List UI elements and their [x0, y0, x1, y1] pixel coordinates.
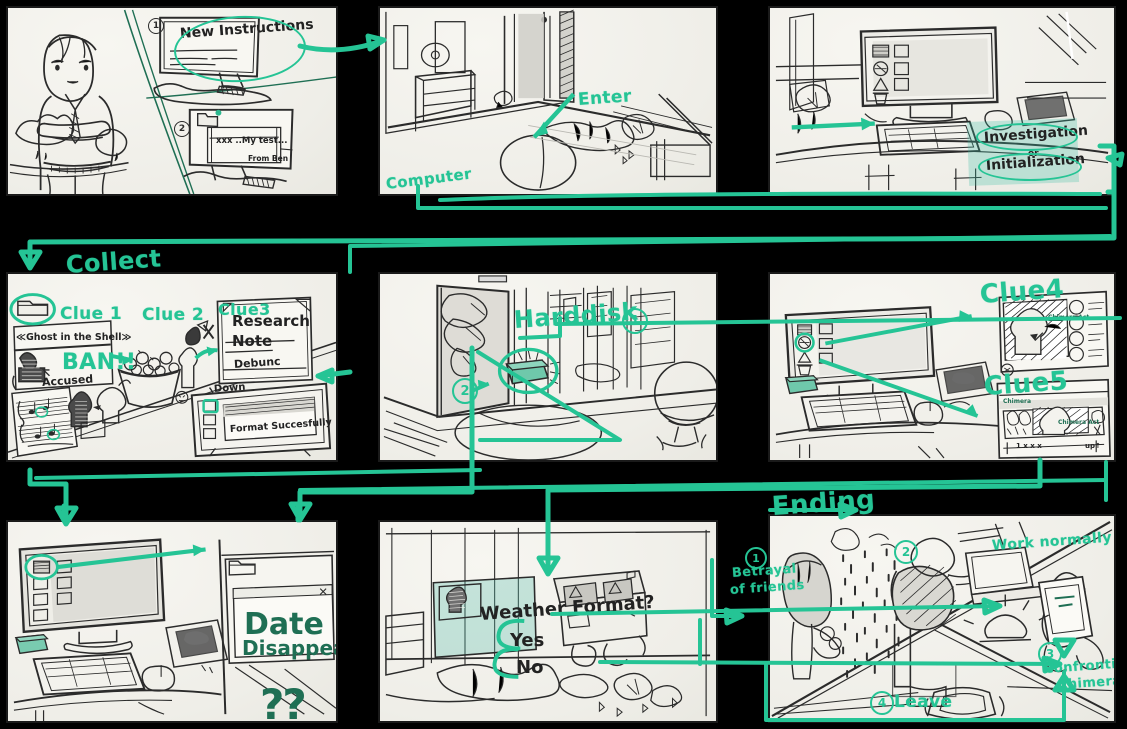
sketch-character-and-screens	[9, 9, 336, 194]
p4-gits-title: ≪Ghost in the Shell≫	[16, 332, 132, 343]
wire-p4-to-p7	[27, 467, 69, 523]
p4-folder-and-arrows	[9, 293, 219, 414]
wire-row2-bus-left	[34, 468, 482, 480]
p5-green-marks	[470, 347, 559, 395]
p6-up-label: up↑	[1085, 442, 1101, 450]
p8-green-circles	[492, 618, 525, 679]
p7-question-marks: ??	[260, 680, 307, 723]
p2-green-arrows	[532, 92, 576, 139]
panel-intro-new-instructions[interactable]: New Instructions xxx ..My test... From B…	[6, 6, 338, 196]
p3-initialization-highlight	[978, 153, 1082, 181]
p4-clue1-label: Clue 1	[60, 304, 123, 324]
sketch-room-interior	[385, 9, 713, 191]
sketch-desk-monitor	[775, 11, 1109, 191]
p9-ending-4-marker: 4	[870, 691, 894, 715]
p1-marker-1-text: 1	[152, 21, 160, 31]
p3-investigation-highlight	[976, 123, 1078, 151]
wire-bus-row1-to-row2	[27, 187, 1117, 267]
p2-enter-label: Enter	[577, 86, 633, 110]
p7-green-arrow	[24, 544, 206, 581]
p6-green-arrows	[794, 310, 979, 418]
p4-research-label: Research	[232, 312, 310, 330]
p9-ending-2-number: 2	[901, 545, 911, 559]
wire-row2-bus-right	[298, 478, 1108, 492]
p9-leave-label: Leave	[894, 692, 953, 712]
ending-1-number: 1	[752, 551, 760, 565]
p6-chimera-act-note-2: Chimera Act	[1058, 419, 1100, 426]
p8-option-no[interactable]: No	[516, 657, 544, 678]
p8-option-yes[interactable]: Yes	[510, 630, 545, 651]
p4-clue3-label: Clue3	[218, 300, 271, 319]
p1-marker-2: 2	[174, 121, 190, 137]
p7-date-label: Date	[244, 607, 324, 642]
p9-ending-4-number: 4	[877, 696, 887, 710]
p3-green-arrow	[791, 117, 875, 131]
panel-weather-format-prompt[interactable]: Weather Format? Yes No	[378, 520, 718, 723]
panel-harddisk[interactable]: Harddisk 1 2	[378, 272, 718, 462]
p1-marker-1: 1	[148, 18, 164, 34]
p1-marker-2-text: 2	[178, 124, 186, 134]
p1-mail-body: xxx ..My test...	[216, 136, 288, 146]
p9-ending-3-number: 3	[1045, 647, 1055, 661]
wire-bus-to-p5	[348, 234, 1112, 274]
p6-count-label: 1 x x x	[1016, 442, 1042, 450]
p1-mail-signature: From Ben	[248, 154, 289, 163]
panel-date-disappear[interactable]: Date Disappear ??	[6, 520, 338, 723]
panel-desk-investigation[interactable]: Investigation or Initialization	[768, 6, 1116, 196]
p7-disappear-label: Disappear	[242, 636, 336, 660]
p4-clue2-label: Clue 2	[142, 305, 205, 325]
panel-endings[interactable]: 2 Work normally 3 Confronting Chimera 4 …	[768, 514, 1116, 723]
panel-clues-collect[interactable]: Clue 1 Clue 2 Clue3 ≪Ghost in the Shell≫…	[6, 272, 338, 462]
p9-ending-2-marker: 2	[894, 540, 918, 564]
p6-chimera-caption: Chimera	[1003, 398, 1032, 405]
p4-note-label: Note	[232, 332, 273, 350]
panel-clue4-clue5[interactable]: Clue4 Clue5 Chimera Act Chimera Act Chim…	[768, 272, 1116, 462]
panel-room-enter[interactable]: Enter Computer	[378, 6, 718, 196]
sketch-clue-collage	[8, 296, 336, 459]
